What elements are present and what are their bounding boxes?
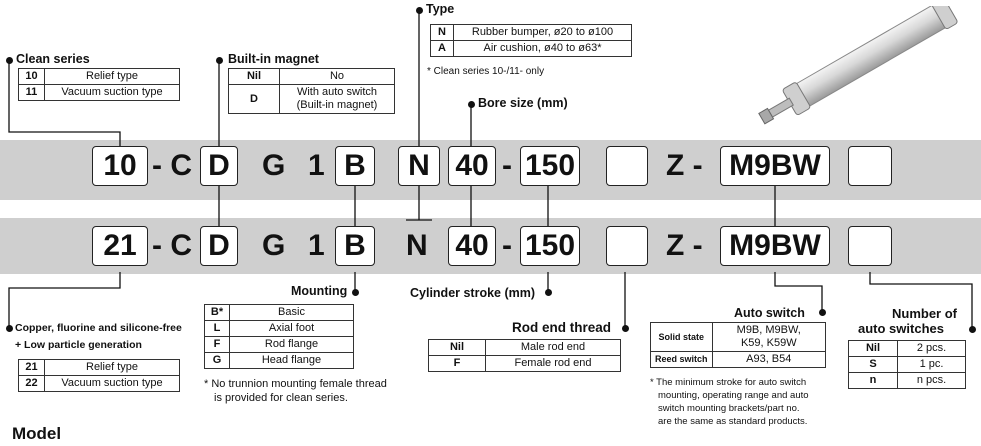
type-n-2: N bbox=[406, 229, 428, 262]
magnet-dot bbox=[216, 57, 223, 64]
model-dash-2: - bbox=[502, 229, 512, 262]
model-c-1: - C bbox=[152, 149, 192, 182]
type-dot bbox=[416, 7, 423, 14]
switch-box-2: M9BW bbox=[720, 226, 830, 266]
model-c-2: - C bbox=[152, 229, 192, 262]
magnet-box-2: D bbox=[200, 226, 238, 266]
stroke-dot bbox=[545, 289, 552, 296]
auto-switch-note-3: switch mounting brackets/part no. bbox=[658, 403, 800, 414]
mounting-box-2: B bbox=[335, 226, 375, 266]
rod-end-box-2 bbox=[606, 226, 648, 266]
rod-end-title: Rod end thread bbox=[512, 320, 612, 335]
num-switch-title-1: Number of bbox=[892, 306, 957, 321]
type-title: Type bbox=[426, 2, 455, 16]
table-row: B*Basic bbox=[204, 304, 354, 321]
auto-switch-dot bbox=[819, 309, 826, 316]
mounting-box-1: B bbox=[335, 146, 375, 186]
type-box-1: N bbox=[398, 146, 440, 186]
bore-box-1: 40 bbox=[448, 146, 496, 186]
mounting-dot bbox=[352, 289, 359, 296]
clean-series-title: Clean series bbox=[16, 52, 90, 66]
num-switch-title-2: auto switches bbox=[858, 321, 944, 336]
type-note: * Clean series 10-/11- only bbox=[427, 66, 545, 77]
mounting-note-2: is provided for clean series. bbox=[214, 392, 348, 404]
stroke-box-1: 150 bbox=[520, 146, 580, 186]
switch-box-1: M9BW bbox=[720, 146, 830, 186]
model-1-2: 1 bbox=[308, 229, 325, 262]
mounting-note-1: * No trunnion mounting female thread bbox=[204, 378, 387, 390]
model-z-2: Z - bbox=[666, 229, 703, 262]
num-switch-box-1 bbox=[848, 146, 892, 186]
auto-switch-note-2: mounting, operating range and auto bbox=[658, 390, 809, 401]
bore-dot bbox=[468, 101, 475, 108]
stroke-title: Cylinder stroke (mm) bbox=[410, 286, 536, 300]
model-z-1: Z - bbox=[666, 149, 703, 182]
num-switch-box-2 bbox=[848, 226, 892, 266]
magnet-box-1: D bbox=[200, 146, 238, 186]
bore-title: Bore size (mm) bbox=[478, 96, 568, 110]
magnet-title: Built-in magnet bbox=[228, 52, 319, 66]
copper-title-2: + Low particle generation bbox=[15, 339, 142, 351]
model-1-1: 1 bbox=[308, 149, 325, 182]
auto-switch-title: Auto switch bbox=[734, 306, 805, 320]
num-switch-dot bbox=[969, 326, 976, 333]
cylinder-product-image bbox=[758, 6, 958, 125]
rod-end-dot bbox=[622, 325, 629, 332]
copper-dot bbox=[6, 325, 13, 332]
copper-title-1: Copper, fluorine and silicone-free bbox=[15, 322, 182, 334]
model-g-1: G bbox=[262, 149, 286, 182]
rod-end-box-1 bbox=[606, 146, 648, 186]
stroke-box-2: 150 bbox=[520, 226, 580, 266]
bore-box-2: 40 bbox=[448, 226, 496, 266]
series-code-box-2: 21 bbox=[92, 226, 148, 266]
auto-switch-note-4: are the same as standard products. bbox=[658, 416, 808, 427]
section-title: Model bbox=[12, 424, 62, 443]
series-code-box-1: 10 bbox=[92, 146, 148, 186]
clean-series-dot bbox=[6, 57, 13, 64]
model-g-2: G bbox=[262, 229, 286, 262]
mounting-title: Mounting bbox=[291, 284, 348, 298]
model-dash-1: - bbox=[502, 149, 512, 182]
auto-switch-note-1: * The minimum stroke for auto switch bbox=[650, 377, 807, 388]
